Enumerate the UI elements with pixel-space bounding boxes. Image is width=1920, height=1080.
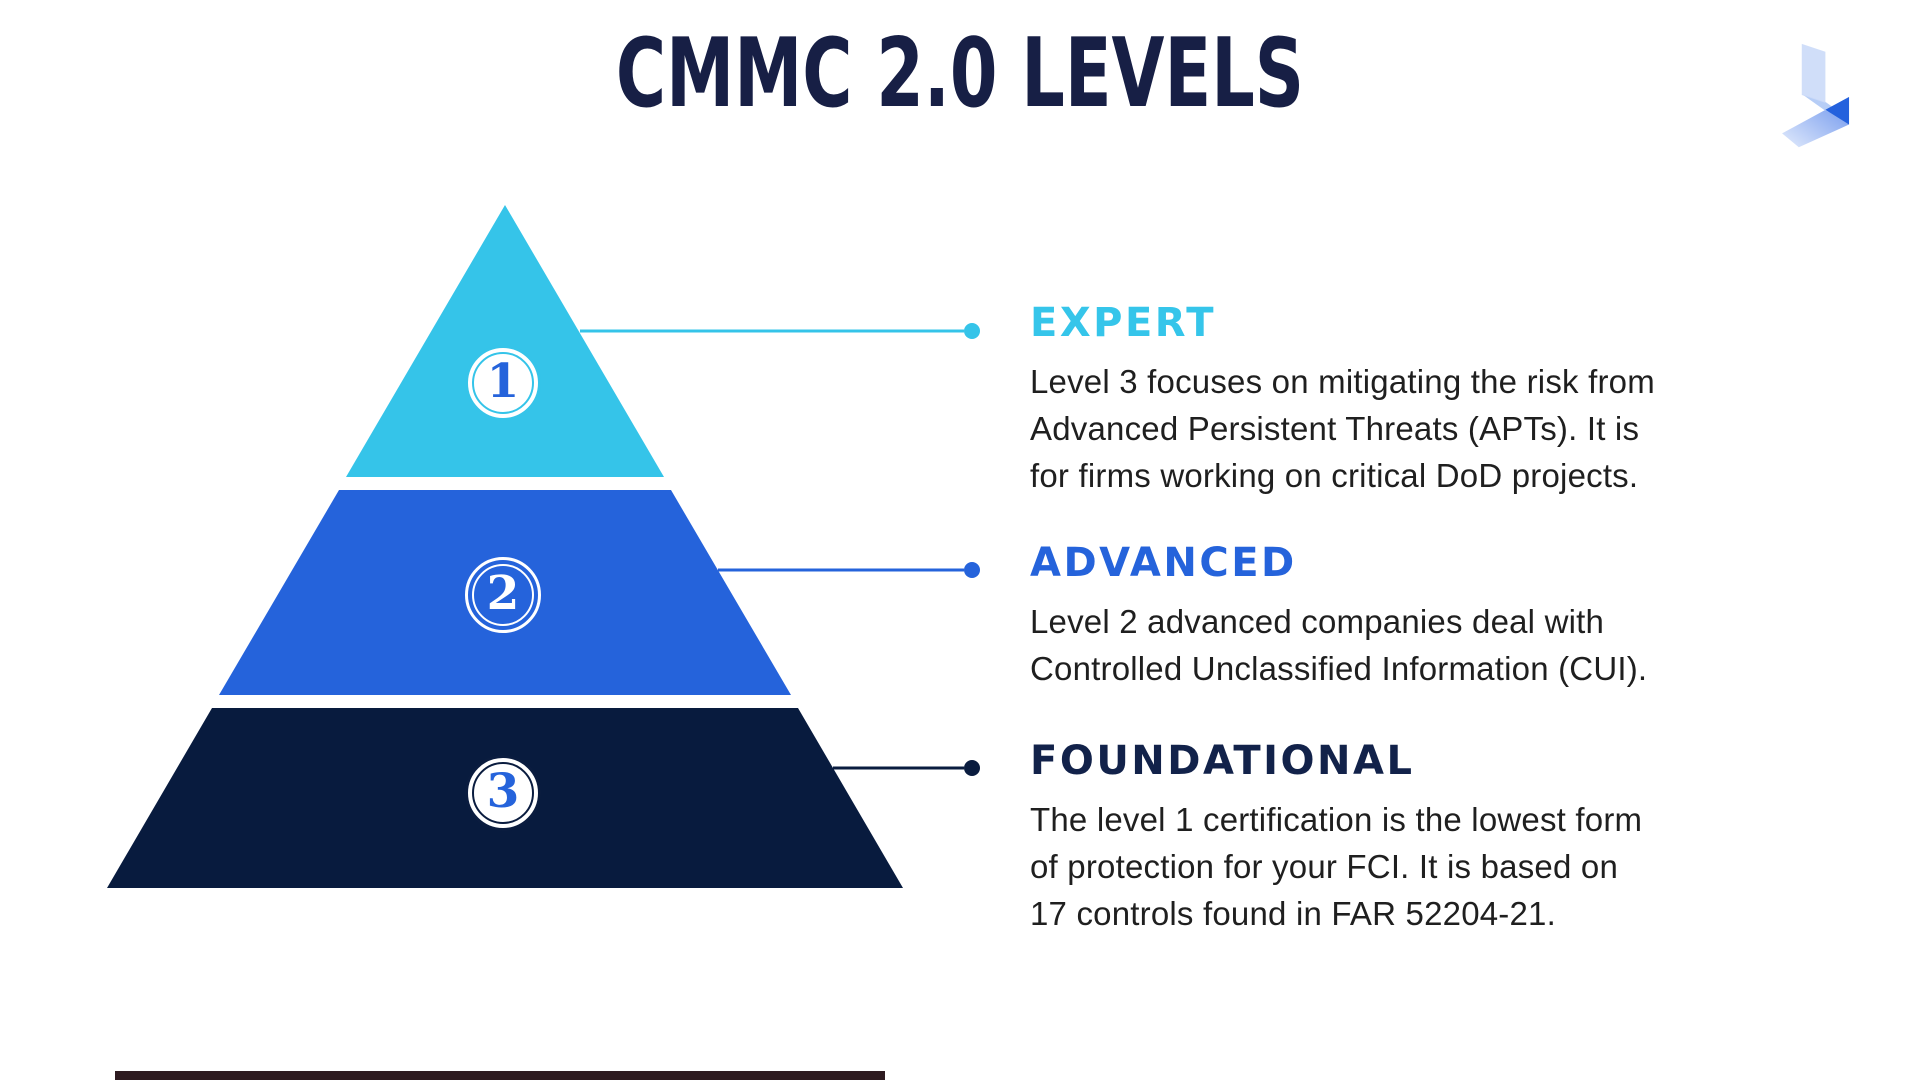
bottom-edge-strip (115, 1071, 885, 1080)
connector-dot-advanced (964, 562, 980, 578)
level-foundational-body-line: 17 controls found in FAR 52204-21. (1030, 895, 1556, 932)
brand-logo-icon (1782, 43, 1850, 148)
level-1-number: 1 (486, 353, 520, 409)
level-foundational-heading: FOUNDATIONAL (1030, 738, 1415, 784)
level-advanced-heading: ADVANCED (1030, 540, 1297, 586)
level-expert-body-line: for firms working on critical DoD projec… (1030, 457, 1639, 494)
connector-dot-foundational (964, 760, 980, 776)
level-expert-text-block: EXPERT Level 3 focuses on mitigating the… (1030, 300, 1890, 499)
level-advanced-text-block: ADVANCED Level 2 advanced companies deal… (1030, 540, 1890, 692)
level-expert-body-line: Level 3 focuses on mitigating the risk f… (1030, 363, 1655, 400)
level-expert-body-line: Advanced Persistent Threats (APTs). It i… (1030, 410, 1640, 447)
level-1-badge: 1 (465, 345, 541, 421)
level-expert-heading: EXPERT (1030, 300, 1217, 346)
level-3-number: 3 (486, 763, 520, 819)
logo-strip-shape (1801, 43, 1826, 103)
level-2-number: 2 (486, 565, 520, 621)
level-2-badge: 2 (465, 557, 541, 633)
level-foundational-body-line: of protection for your FCI. It is based … (1030, 848, 1619, 885)
level-advanced-body-line: Level 2 advanced companies deal with (1030, 603, 1605, 640)
level-3-badge: 3 (465, 755, 541, 831)
pyramid-tier-1-expert (346, 205, 664, 477)
page-title: CMMC 2.0 LEVELS (615, 19, 1305, 129)
level-foundational-body-line: The level 1 certification is the lowest … (1030, 801, 1643, 838)
logo-triangle-shape (1825, 96, 1850, 125)
level-advanced-body-line: Controlled Unclassified Information (CUI… (1030, 650, 1648, 687)
connector-dot-expert (964, 323, 980, 339)
level-foundational-text-block: FOUNDATIONAL The level 1 certification i… (1030, 738, 1890, 937)
